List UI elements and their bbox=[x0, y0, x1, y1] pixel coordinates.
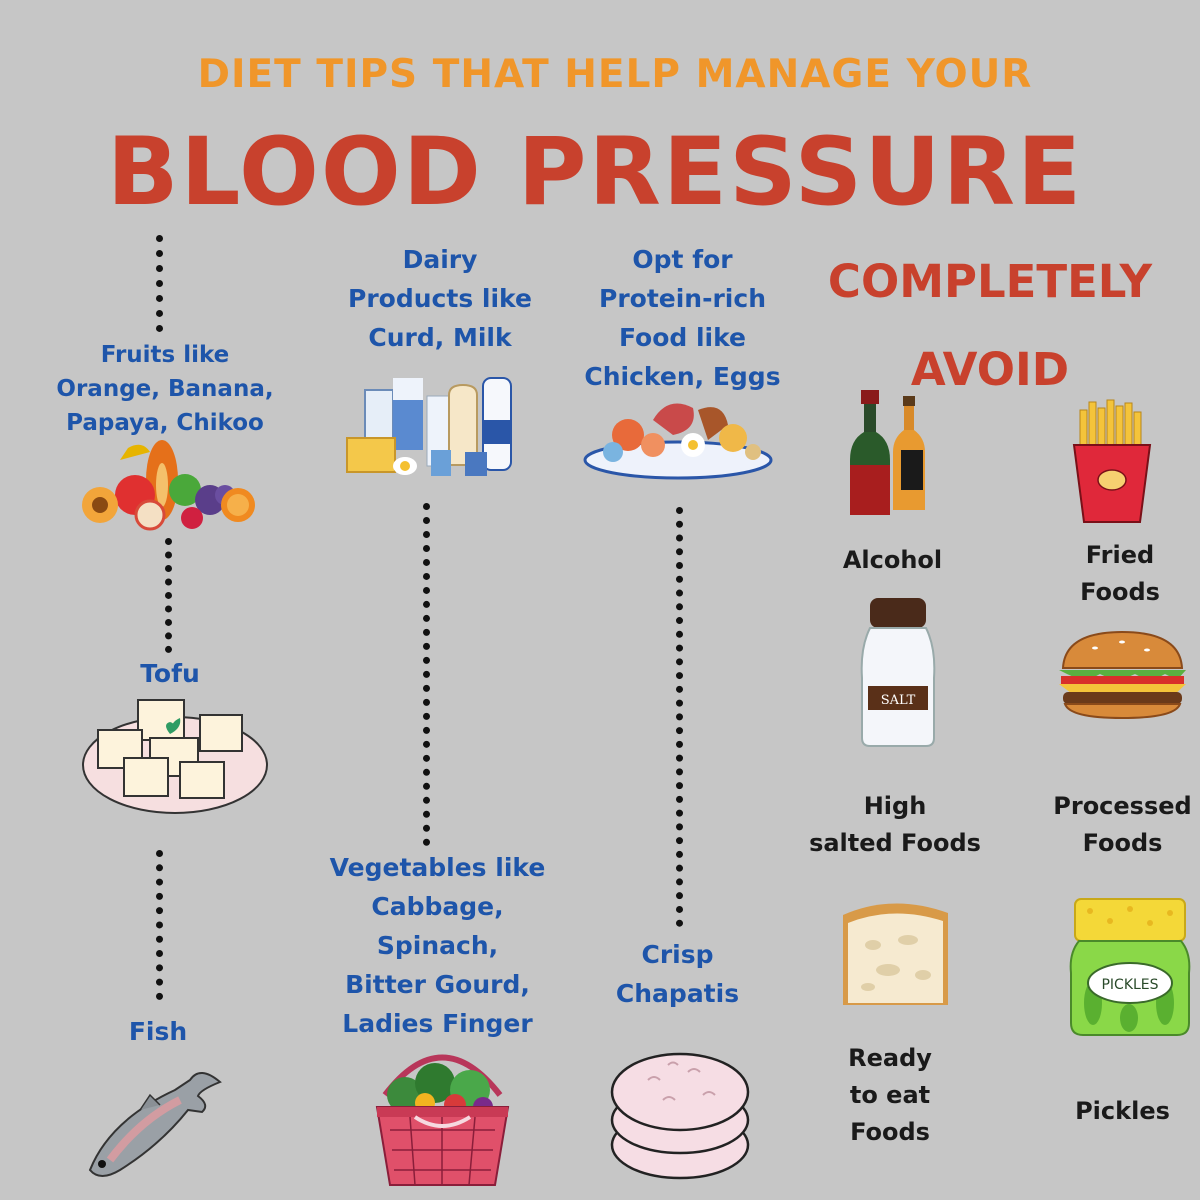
salt-shaker-icon: SALT bbox=[860, 598, 936, 747]
fish-icon bbox=[88, 1072, 222, 1177]
alcohol-bottles-icon bbox=[850, 390, 925, 515]
salt-label: SALT bbox=[881, 693, 916, 708]
avoid-heading: COMPLETELY AVOID bbox=[827, 255, 1153, 396]
chapatis-label: Crisp Chapatis bbox=[615, 940, 740, 1008]
bread-icon bbox=[843, 903, 948, 1005]
pickle-jar-icon: PICKLES bbox=[1069, 898, 1191, 1036]
page-subtitle: DIET TIPS THAT HELP MANAGE YOUR bbox=[197, 52, 1033, 97]
dotted-connector bbox=[423, 503, 436, 846]
fish-label: Fish bbox=[128, 1017, 188, 1046]
alcohol-label: Alcohol bbox=[842, 546, 943, 574]
burger-icon bbox=[1059, 630, 1186, 720]
dairy-label: Dairy Products like Curd, Milk bbox=[348, 245, 532, 352]
dairy-icon bbox=[346, 377, 512, 476]
fruits-label: Fruits like Orange, Banana, Papaya, Chik… bbox=[56, 342, 274, 436]
tofu-label: Tofu bbox=[140, 659, 200, 688]
protein-label: Opt for Protein-rich Food like Chicken, … bbox=[584, 245, 781, 391]
pickles-label: Pickles bbox=[1075, 1097, 1170, 1125]
fried-foods-label: Fried Foods bbox=[1080, 541, 1160, 606]
pickles-jar-label: PICKLES bbox=[1101, 977, 1158, 993]
fruits-icon bbox=[82, 440, 255, 531]
dotted-connector bbox=[165, 538, 178, 653]
dotted-connector bbox=[156, 850, 169, 1000]
chapati-stack-icon bbox=[610, 1052, 750, 1180]
dotted-connector bbox=[676, 507, 689, 927]
processed-foods-label: Processed Foods bbox=[1053, 792, 1192, 857]
protein-platter-icon bbox=[583, 403, 773, 480]
vegetable-basket-icon bbox=[375, 1054, 510, 1186]
high-salted-foods-label: High salted Foods bbox=[809, 792, 981, 857]
french-fries-icon bbox=[1072, 399, 1152, 523]
tofu-icon bbox=[82, 699, 268, 814]
dotted-connector bbox=[156, 235, 169, 332]
page-title: BLOOD PRESSURE bbox=[106, 118, 1084, 227]
ready-to-eat-foods-label: Ready to eat Foods bbox=[848, 1044, 932, 1146]
vegetables-label: Vegetables like Cabbage, Spinach, Bitter… bbox=[329, 853, 546, 1038]
